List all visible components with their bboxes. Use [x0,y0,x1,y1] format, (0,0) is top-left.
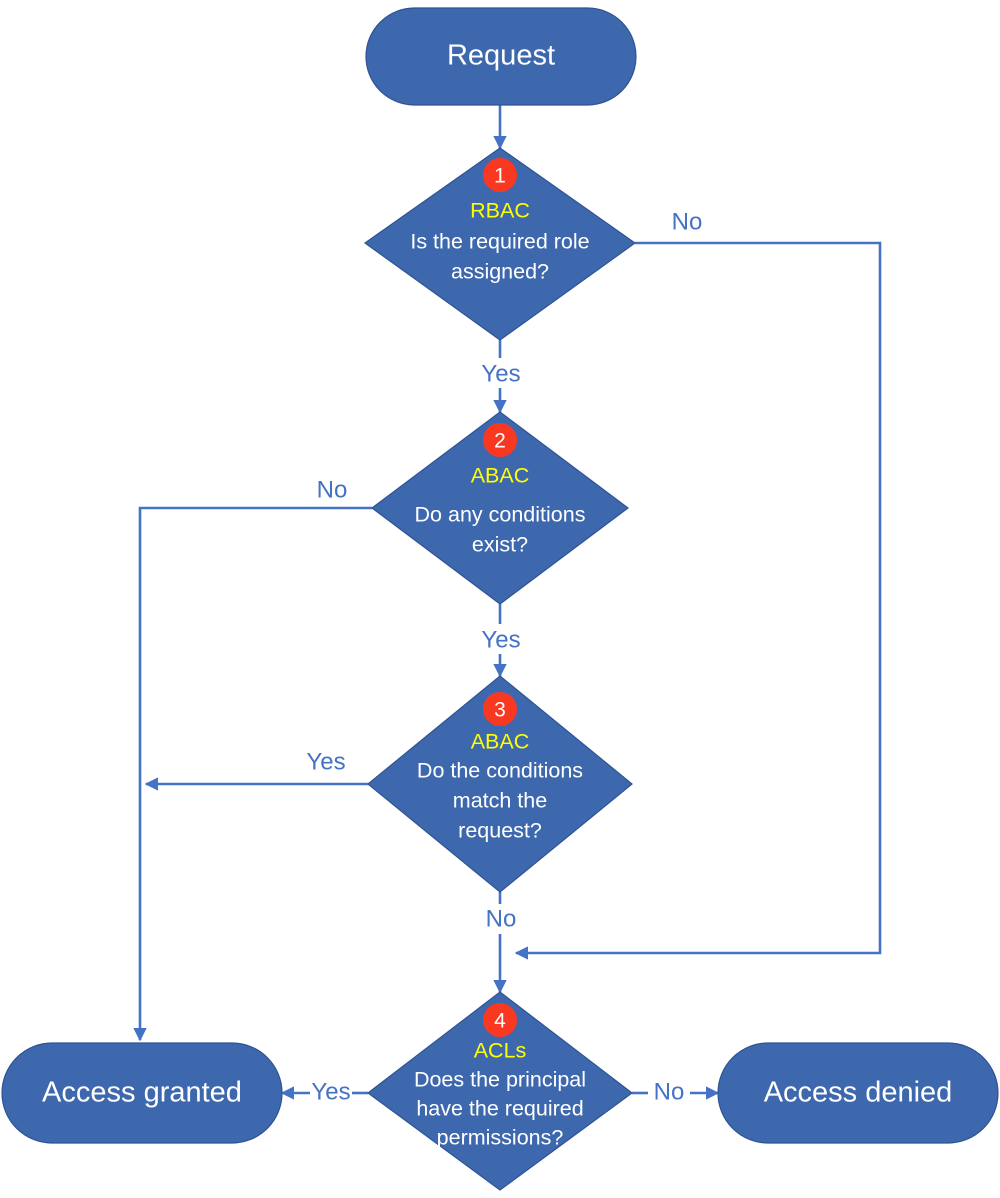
node-decision-4-line3: permissions? [437,1126,564,1150]
node-decision-2-line1: Do any conditions [415,503,586,527]
node-decision-3-tag: ABAC [471,730,530,754]
edge-label-d3-yes: Yes [306,748,345,775]
node-decision-2-line2: exist? [472,533,528,557]
badge-2-number: 2 [494,430,506,453]
node-decision-4-tag: ACLs [474,1039,527,1063]
node-decision-2-tag: ABAC [471,464,530,488]
edge-label-d1-no: No [672,208,703,235]
node-decision-4-line1: Does the principal [414,1068,586,1092]
node-request[interactable]: Request [365,7,637,106]
badge-1-number: 1 [494,165,506,188]
node-decision-2[interactable]: 2 ABAC Do any conditions exist? [371,411,629,605]
node-decision-1-line1: Is the required role [410,230,589,254]
node-decision-4[interactable]: 4 ACLs Does the principal have the requi… [366,991,634,1191]
node-decision-3-line1: Do the conditions [417,759,583,783]
badge-4-number: 4 [494,1010,506,1033]
node-decision-4-line2: have the required [416,1097,583,1121]
node-request-label: Request [447,40,555,72]
node-access-granted-label: Access granted [42,1077,242,1109]
badge-3-number: 3 [494,699,506,722]
badge-1-icon [483,158,517,192]
edge-d1-no [514,241,882,960]
node-access-denied-label: Access denied [764,1077,953,1109]
edge-label-d4-yes: Yes [311,1078,350,1105]
node-access-denied[interactable]: Access denied [717,1042,999,1144]
edge-label-d4-no: No [654,1078,685,1105]
node-decision-3-line3: request? [458,819,542,843]
badge-2-icon [483,423,517,457]
node-decision-3[interactable]: 3 ABAC Do the conditions match the reque… [367,675,633,893]
node-decision-1[interactable]: 1 RBAC Is the required role assigned? [363,147,637,341]
edge-label-d2-yes: Yes [481,626,520,653]
node-decision-1-line2: assigned? [451,260,549,284]
badge-4-icon [483,1003,517,1037]
badge-3-icon [483,692,517,726]
edge-label-d3-no: No [486,905,517,932]
node-decision-3-line2: match the [453,789,547,813]
edge-label-d1-yes: Yes [481,360,520,387]
node-access-granted[interactable]: Access granted [1,1042,283,1144]
edge-d2-no [133,506,372,1042]
node-decision-1-tag: RBAC [470,199,530,223]
edge-label-d2-no: No [317,476,348,503]
